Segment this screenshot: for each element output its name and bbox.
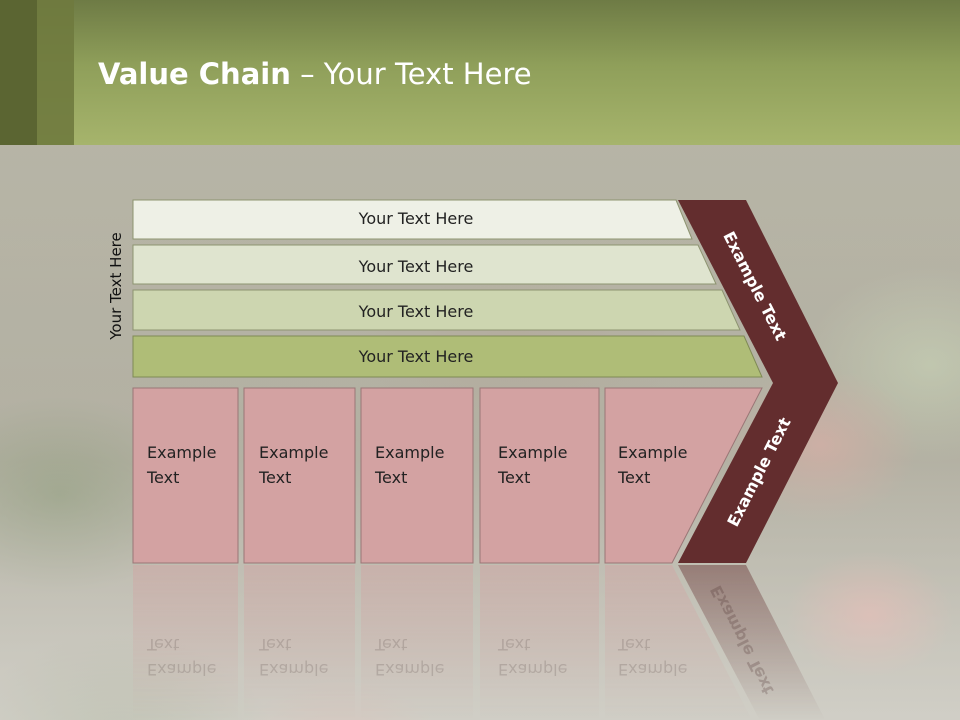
activity-label-line: Example (375, 443, 445, 462)
activity-label-line: Example (375, 660, 445, 679)
activity-label-2: Example Text (259, 440, 328, 490)
activity-label-line: Text (498, 468, 531, 487)
row-bar-1 (132, 199, 693, 240)
row-label-1: Your Text Here (358, 209, 474, 228)
activity-label-reflection: Example Text (375, 632, 444, 682)
margin-chevron-upper (678, 200, 838, 383)
row-label-2: Your Text Here (358, 257, 474, 276)
activity-label-line: Example (498, 660, 568, 679)
activity-label-line: Text (618, 468, 651, 487)
activity-box-2 (243, 387, 356, 564)
activity-label-1: Example Text (147, 440, 216, 490)
activity-label-line: Example (618, 660, 688, 679)
row-label-3: Your Text Here (358, 302, 474, 321)
diagram-reflection (133, 565, 826, 720)
activity-label-line: Text (375, 635, 408, 654)
activity-label-line: Text (147, 468, 180, 487)
activity-box-5 (604, 387, 763, 564)
activity-label-reflection: Example Text (259, 632, 328, 682)
slide-title-bold: Value Chain (98, 57, 291, 91)
header-accent-band (0, 0, 37, 145)
activity-box-3 (360, 387, 474, 564)
activity-label-line: Text (259, 635, 292, 654)
activity-box-4 (479, 387, 600, 564)
activity-label-line: Text (375, 468, 408, 487)
activity-label-line: Example (259, 443, 329, 462)
row-bar-4 (132, 335, 763, 378)
activity-label-line: Example (147, 660, 217, 679)
activity-label-4: Example Text (498, 440, 567, 490)
activity-label-5: Example Text (618, 440, 687, 490)
slide-title: Value Chain – Your Text Here (98, 54, 532, 94)
activity-label-reflection: Example Text (498, 632, 567, 682)
activity-label-line: Text (498, 635, 531, 654)
margin-chevron-lower (678, 383, 838, 563)
activity-label-line: Text (147, 635, 180, 654)
activity-label-line: Example (498, 443, 568, 462)
row-bar-2 (132, 244, 717, 285)
activity-box-1 (132, 387, 239, 564)
row-bar-3 (132, 289, 741, 331)
activity-label-line: Text (259, 468, 292, 487)
activity-label-line: Example (618, 443, 688, 462)
activity-label-line: Text (618, 635, 651, 654)
activity-label-reflection: Example Text (618, 632, 687, 682)
header-accent-band (37, 0, 74, 145)
title-bar: Value Chain – Your Text Here (0, 0, 960, 145)
row-label-4: Your Text Here (358, 347, 474, 366)
activity-label-line: Example (259, 660, 329, 679)
activity-label-3: Example Text (375, 440, 444, 490)
activity-label-reflection: Example Text (147, 632, 216, 682)
activity-label-line: Example (147, 443, 217, 462)
slide-title-rest: – Your Text Here (290, 57, 532, 91)
